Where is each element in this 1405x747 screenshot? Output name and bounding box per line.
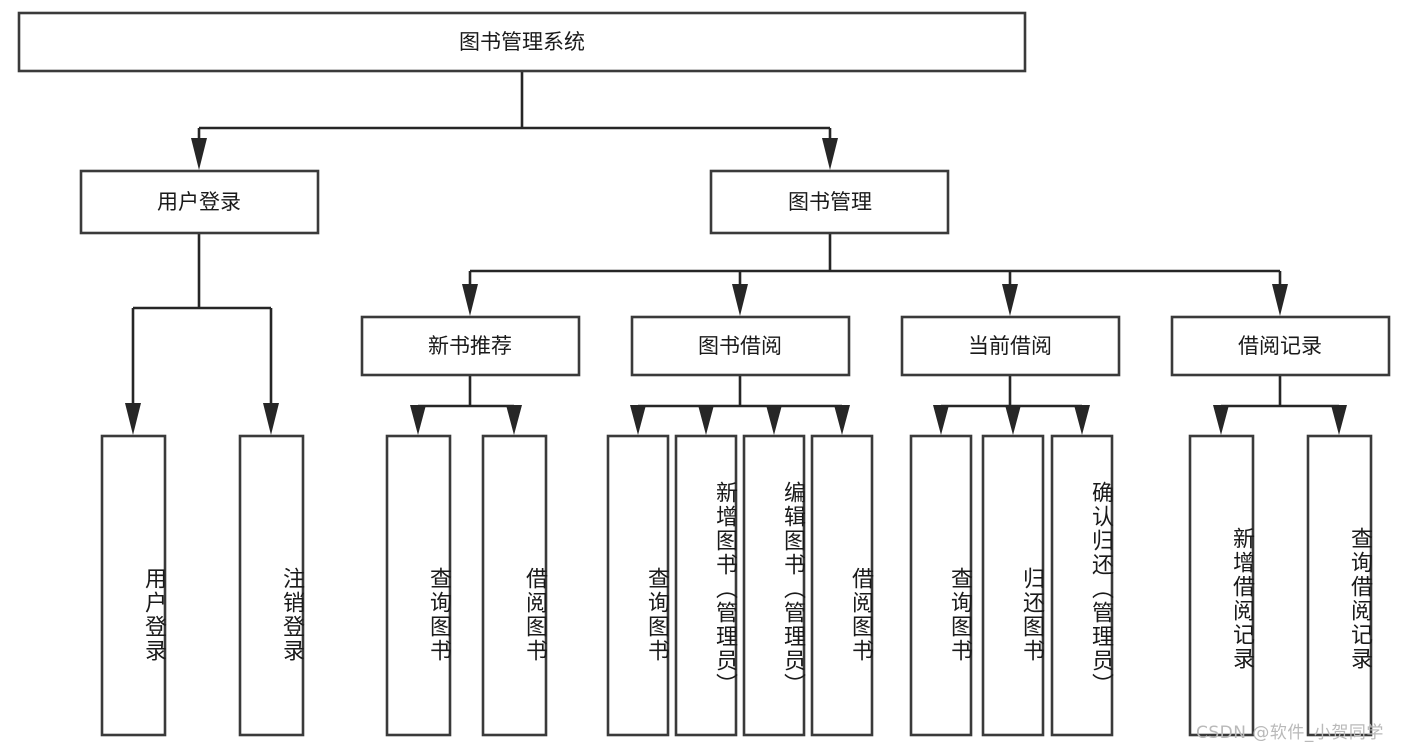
node-leaf-query-book-2-rect[interactable]: [606, 434, 670, 737]
node-leaf-borrow-book-2-rect[interactable]: [810, 434, 874, 737]
node-new-book-rec-label: 新书推荐: [428, 334, 512, 358]
node-borrow-record[interactable]: 借阅记录: [1170, 315, 1391, 377]
node-user-login[interactable]: 用户登录: [79, 169, 320, 235]
node-leaf-query-book-1-rect[interactable]: [385, 434, 452, 737]
edges-layer: [125, 71, 1347, 435]
arrow-to-leaf-edit-book: [766, 405, 782, 435]
arrow-to-leaf-query-book-1: [410, 405, 426, 435]
arrow-to-leaf-user-login: [125, 403, 141, 435]
arrow-to-current-borrow: [1002, 284, 1018, 316]
node-current-borrow-rect[interactable]: [900, 315, 1121, 377]
node-book-manage[interactable]: 图书管理: [709, 169, 950, 235]
node-leaf-add-record-rect[interactable]: [1188, 434, 1255, 737]
node-current-borrow-label: 当前借阅: [968, 334, 1052, 358]
node-leaf-query-book-3-rect[interactable]: [909, 434, 973, 737]
arrow-to-leaf-query-book-3: [933, 405, 949, 435]
arrow-to-leaf-add-record: [1213, 405, 1229, 435]
node-leaf-confirm-return-rect[interactable]: [1050, 434, 1114, 737]
arrow-to-user-login: [191, 138, 207, 170]
node-current-borrow[interactable]: 当前借阅: [900, 315, 1121, 377]
node-book-borrow[interactable]: 图书借阅: [630, 315, 851, 377]
node-book-borrow-rect[interactable]: [630, 315, 851, 377]
arrow-to-leaf-query-record: [1331, 405, 1347, 435]
node-user-login-rect[interactable]: [79, 169, 320, 235]
node-root-label: 图书管理系统: [459, 30, 585, 54]
nodes-layer: 图书管理系统 用户登录 图书管理 新书推荐 图书借阅 当前: [17, 11, 1391, 737]
node-leaf-return-book-rect[interactable]: [981, 434, 1045, 737]
arrow-to-leaf-add-book: [698, 405, 714, 435]
node-leaf-edit-book-rect[interactable]: [742, 434, 806, 737]
arrow-to-book-manage: [822, 138, 838, 170]
arrow-to-book-borrow: [732, 284, 748, 316]
node-borrow-record-rect[interactable]: [1170, 315, 1391, 377]
node-user-login-label: 用户登录: [157, 190, 241, 214]
node-new-book-rec[interactable]: 新书推荐: [360, 315, 581, 377]
arrow-to-leaf-return-book: [1005, 405, 1021, 435]
node-book-manage-label: 图书管理: [788, 190, 872, 214]
node-root-rect[interactable]: [17, 11, 1027, 73]
arrow-to-leaf-confirm-return: [1074, 405, 1090, 435]
arrow-to-leaf-query-book-2: [630, 405, 646, 435]
arrow-to-leaf-borrow-book-2: [834, 405, 850, 435]
arrow-to-new-book-rec: [462, 284, 478, 316]
node-book-borrow-label: 图书借阅: [698, 334, 782, 358]
node-leaf-add-book-rect[interactable]: [674, 434, 738, 737]
arrow-to-leaf-logout: [263, 403, 279, 435]
watermark-text: CSDN @软件_小贺同学: [1196, 723, 1384, 743]
arrow-to-leaf-borrow-book-1: [506, 405, 522, 435]
node-leaf-query-record-rect[interactable]: [1306, 434, 1373, 737]
node-borrow-record-label: 借阅记录: [1238, 334, 1322, 358]
node-root[interactable]: 图书管理系统: [17, 11, 1027, 73]
arrow-to-borrow-record: [1272, 284, 1288, 316]
node-new-book-rec-rect[interactable]: [360, 315, 581, 377]
node-leaf-logout-rect[interactable]: [238, 434, 305, 737]
node-leaf-borrow-book-1-rect[interactable]: [481, 434, 548, 737]
node-leaf-user-login-rect[interactable]: [100, 434, 167, 737]
node-book-manage-rect[interactable]: [709, 169, 950, 235]
